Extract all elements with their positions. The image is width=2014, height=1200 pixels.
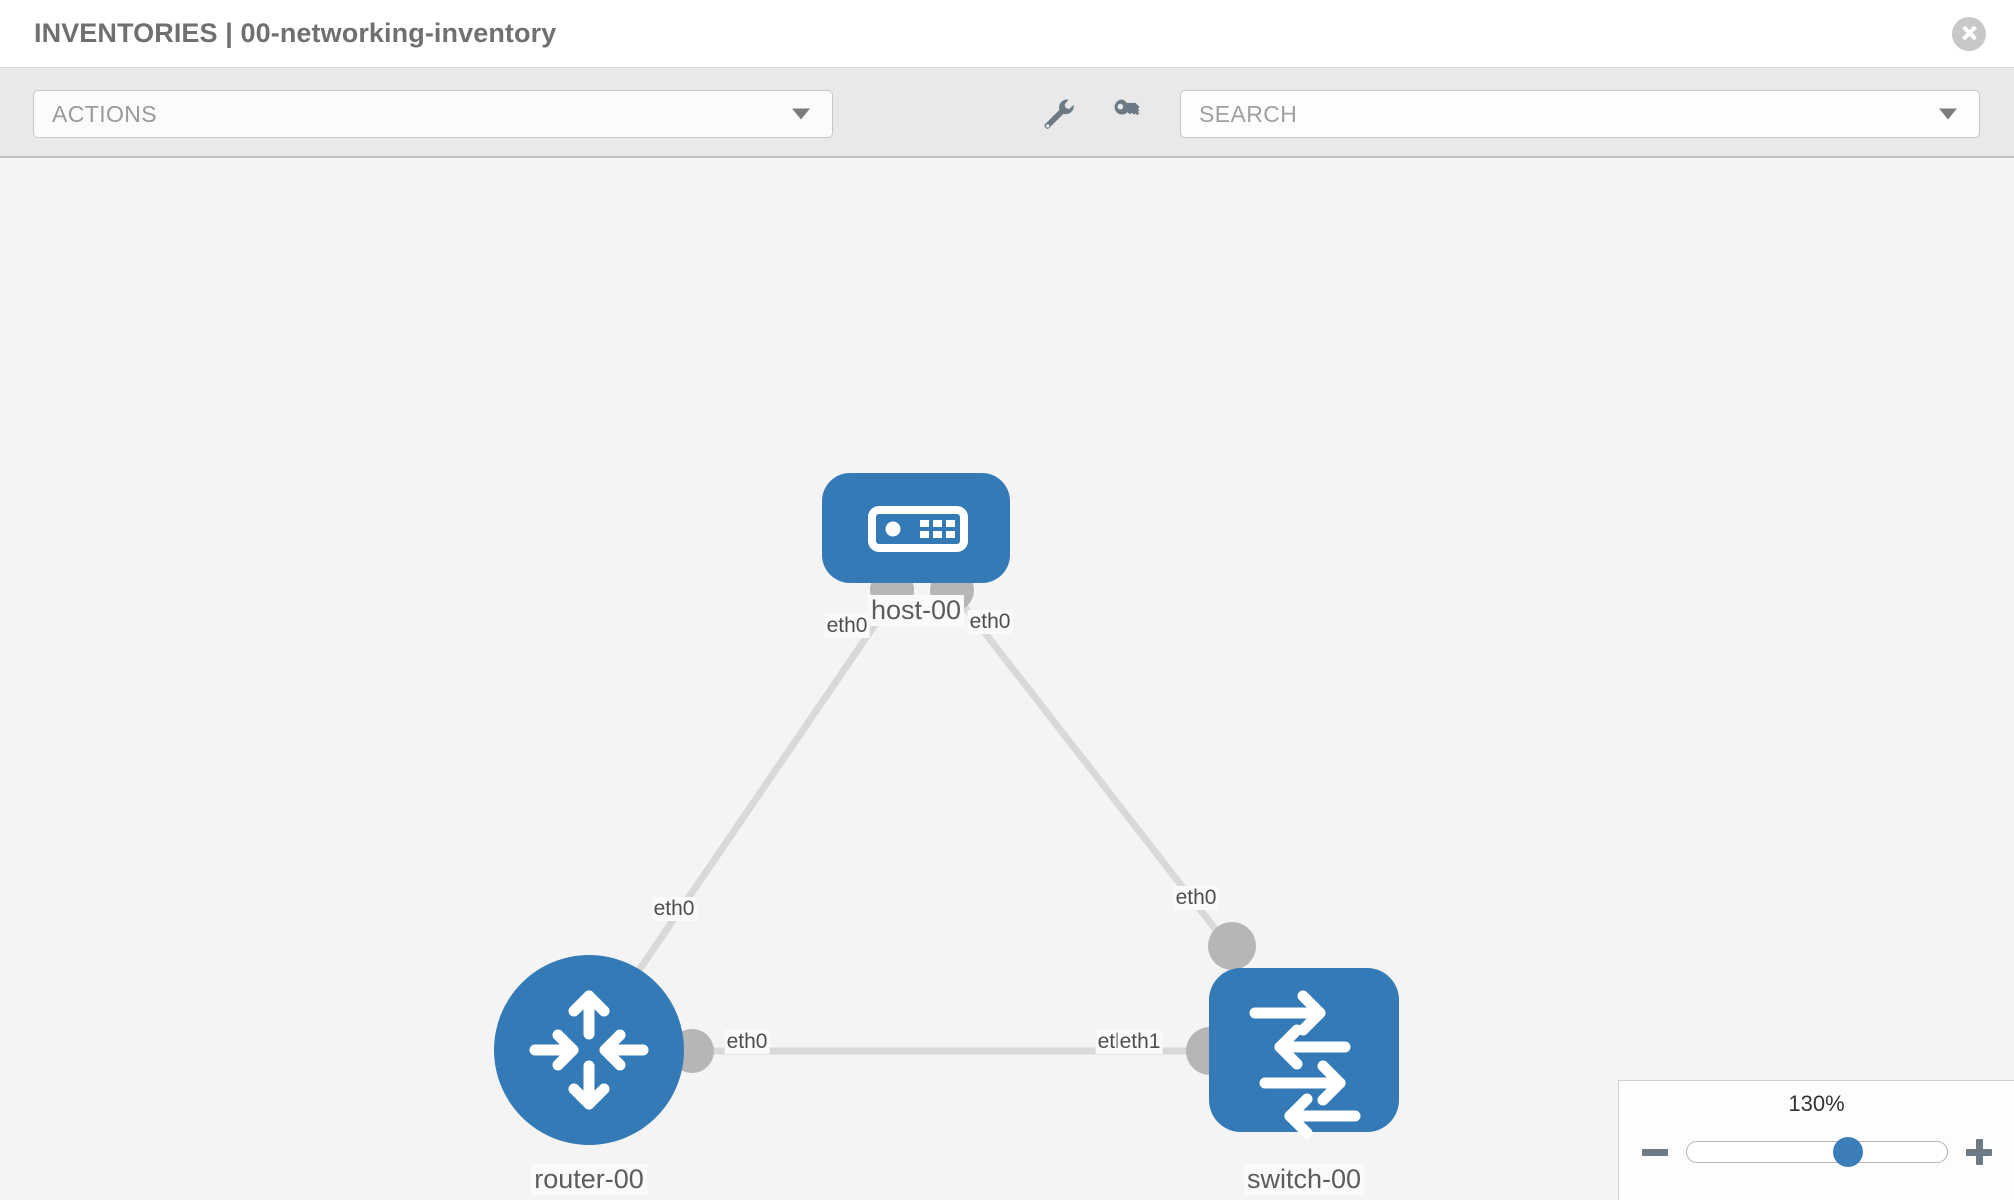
iface-label-host00-right: eth0 [967, 610, 1013, 634]
close-icon[interactable] [1952, 16, 1986, 51]
zoom-control: 130% [1618, 1080, 2014, 1200]
search-input[interactable]: SEARCH [1180, 90, 1980, 138]
actions-dropdown-label: ACTIONS [52, 100, 158, 127]
title-bar: INVENTORIES | 00-networking-inventory [0, 0, 2014, 68]
node-label-switch-00: switch-00 [1243, 1164, 1365, 1195]
page-title: INVENTORIES | 00-networking-inventory [34, 18, 557, 48]
zoom-percent-label: 130% [1788, 1091, 1845, 1116]
zoom-slider-handle[interactable] [1832, 1137, 1863, 1167]
toolbar: ACTIONS SEARCH [0, 68, 2014, 158]
chevron-down-icon[interactable] [1939, 108, 1957, 120]
key-icon[interactable] [1110, 95, 1144, 129]
zoom-out-button[interactable] [1641, 1139, 1668, 1165]
search-placeholder: SEARCH [1199, 100, 1298, 127]
iface-label-host00-left: eth0 [824, 614, 870, 638]
iface-label-router00-up: eth0 [651, 897, 697, 921]
topology-edges [617, 585, 1233, 1055]
toolbar-icon-group [1040, 95, 1144, 129]
zoom-slider-track[interactable] [1685, 1137, 1948, 1167]
chevron-down-icon [792, 108, 810, 120]
node-host-00 [822, 473, 1010, 583]
iface-label-router00-right: eth0 [724, 1030, 770, 1054]
router-arrows-icon [529, 990, 649, 1110]
node-label-router-00: router-00 [531, 1164, 647, 1195]
node-label-host-00: host-00 [867, 595, 965, 626]
actions-dropdown[interactable]: ACTIONS [33, 90, 833, 138]
topology-connectors [670, 568, 1256, 1075]
connector-switch00-top [1208, 922, 1256, 970]
topology-canvas[interactable]: host-00 router-00 switch-00 eth0 eth0 et… [0, 158, 2014, 1200]
topology-graph [494, 473, 1399, 1145]
server-icon [868, 506, 968, 552]
zoom-in-button[interactable] [1965, 1139, 1992, 1165]
node-switch-00 [1209, 968, 1399, 1139]
edge-host00-router00 [617, 586, 903, 1000]
wrench-icon[interactable] [1040, 95, 1074, 129]
zoom-slider-row [1619, 1131, 2014, 1173]
iface-label-switch00-up: eth0 [1173, 886, 1219, 910]
node-router-00 [494, 955, 684, 1145]
iface-label-switch00-left-b: eth1 [1117, 1030, 1163, 1054]
switch-arrows-icon [1249, 990, 1361, 1139]
